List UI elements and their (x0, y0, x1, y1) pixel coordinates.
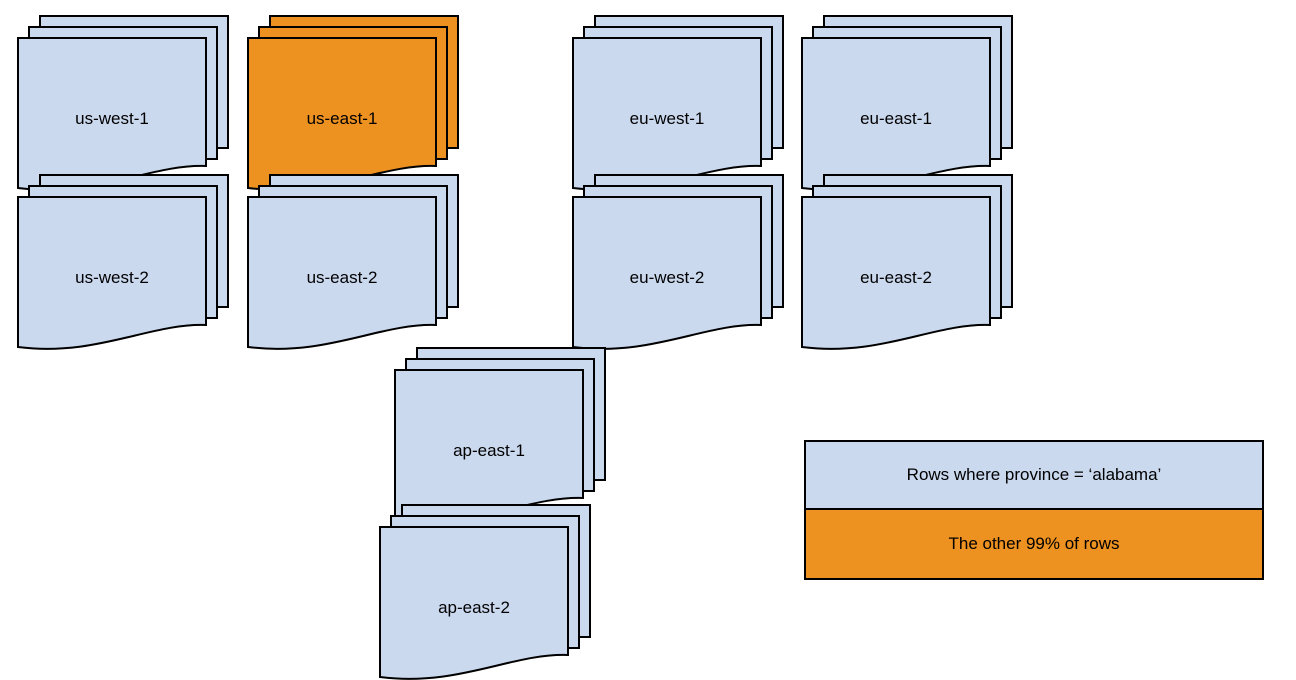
stack-sheet (247, 37, 437, 191)
region-stack-eu-west-1: eu-west-1 (572, 15, 785, 191)
region-stack-us-east-2: us-east-2 (247, 174, 460, 350)
legend-label-orange: The other 99% of rows (948, 534, 1120, 553)
stack-sheet (17, 196, 207, 350)
region-stack-eu-east-1: eu-east-1 (801, 15, 1014, 191)
legend-row-blue: Rows where province = ‘alabama’ (806, 442, 1262, 510)
stack-sheet (379, 526, 569, 680)
region-stack-eu-west-2: eu-west-2 (572, 174, 785, 350)
region-stack-us-west-2: us-west-2 (17, 174, 230, 350)
stack-sheet (394, 369, 584, 523)
stack-sheet (572, 37, 762, 191)
stack-sheet (247, 196, 437, 350)
stack-sheet (801, 196, 991, 350)
stack-sheet (801, 37, 991, 191)
stack-sheet (17, 37, 207, 191)
legend-row-orange: The other 99% of rows (806, 510, 1262, 578)
legend: Rows where province = ‘alabama’ The othe… (804, 440, 1264, 580)
region-stack-ap-east-1: ap-east-1 (394, 347, 607, 523)
region-stack-ap-east-2: ap-east-2 (379, 504, 592, 680)
region-stack-eu-east-2: eu-east-2 (801, 174, 1014, 350)
region-stack-us-east-1: us-east-1 (247, 15, 460, 191)
region-stack-us-west-1: us-west-1 (17, 15, 230, 191)
legend-label-blue: Rows where province = ‘alabama’ (906, 465, 1162, 484)
stack-sheet (572, 196, 762, 350)
